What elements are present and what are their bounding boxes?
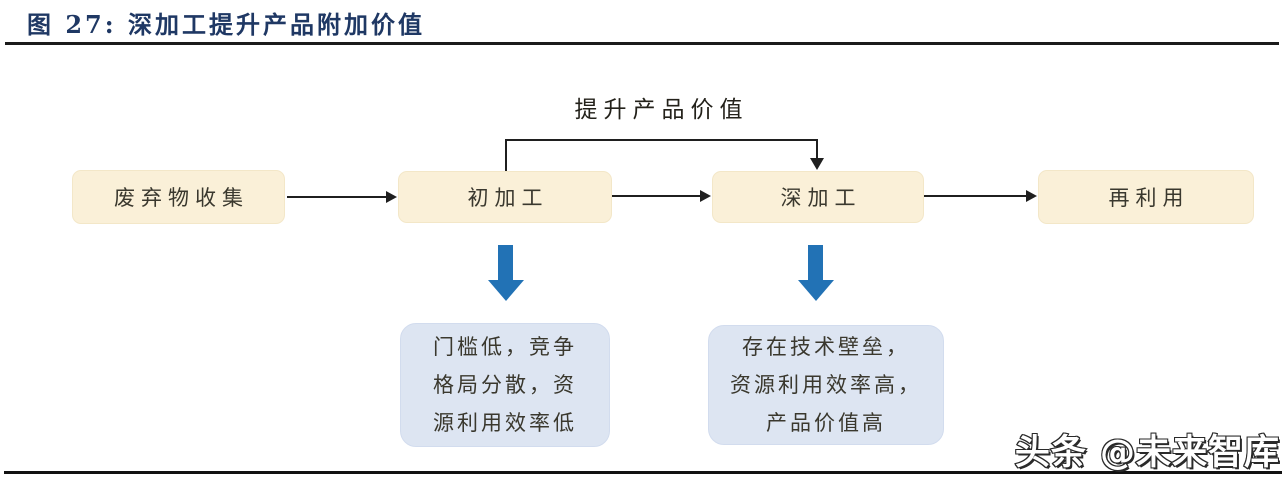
loop-connector-right-leg [816, 139, 818, 160]
loop-arrowhead-down-icon [810, 158, 824, 170]
arrow-shaft [498, 245, 513, 280]
callout-line: 门槛低，竞争 [433, 335, 577, 359]
node-waste-collection: 废弃物收集 [72, 170, 285, 224]
watermark: 头条 @未来智库 [1014, 432, 1280, 474]
callout-primary-processing: 门槛低，竞争 格局分散，资 源利用效率低 [400, 323, 610, 447]
node-label: 再利用 [1108, 186, 1190, 210]
node-label: 深加工 [780, 186, 862, 210]
arrow-shaft [808, 245, 823, 280]
flow-arrow-1-icon [287, 191, 397, 203]
node-deep-processing: 深加工 [712, 171, 924, 223]
flow-arrow-2-icon [612, 190, 711, 202]
callout-line: 源利用效率低 [433, 411, 577, 435]
node-label: 废弃物收集 [114, 186, 249, 210]
block-arrow-down-left-icon [487, 245, 524, 301]
callout-line: 格局分散，资 [433, 373, 577, 397]
callout-deep-processing: 存在技术壁垒， 资源利用效率高， 产品价值高 [708, 325, 944, 445]
arrow-head [487, 280, 524, 301]
node-primary-processing: 初加工 [398, 171, 612, 223]
callout-line: 存在技术壁垒， [742, 335, 910, 359]
node-label: 初加工 [467, 186, 549, 210]
loop-connector-horizontal [505, 139, 818, 141]
loop-label: 提升产品价值 [574, 97, 749, 123]
block-arrow-down-right-icon [797, 245, 834, 301]
callout-line: 资源利用效率高， [730, 373, 922, 397]
title-underline [5, 42, 1279, 45]
callout-line: 产品价值高 [766, 411, 886, 435]
node-reuse: 再利用 [1038, 170, 1254, 224]
loop-connector-left-leg [505, 139, 507, 171]
figure-title: 图 27: 深加工提升产品附加价值 [27, 10, 425, 39]
bottom-rule [4, 471, 1282, 474]
arrow-head [797, 280, 834, 301]
flow-arrow-3-icon [924, 190, 1037, 202]
